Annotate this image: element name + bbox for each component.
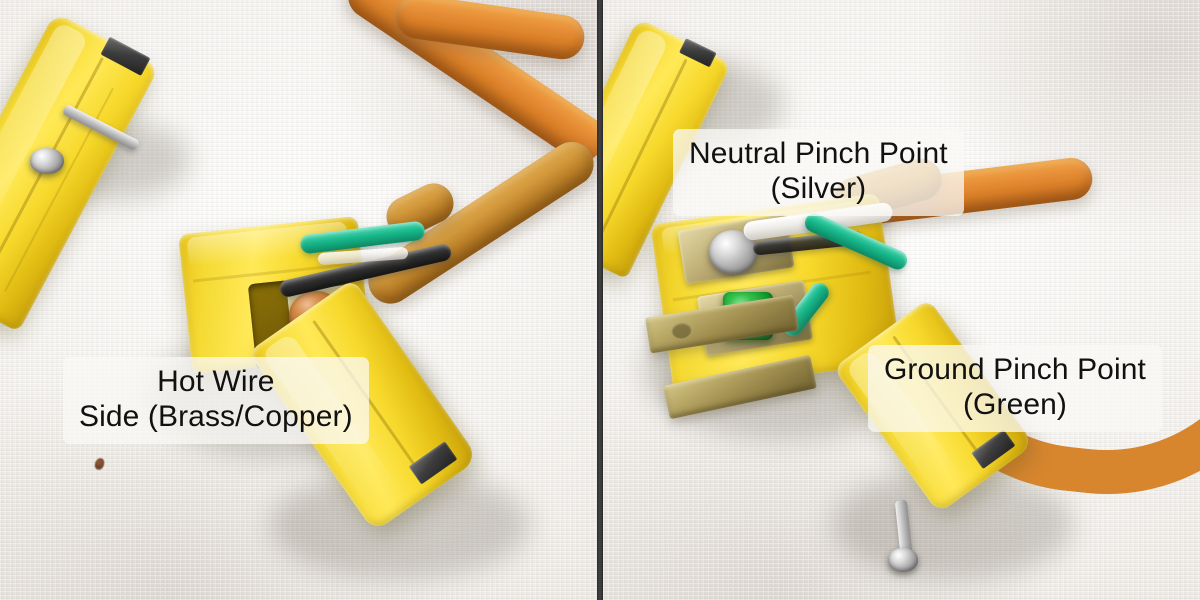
label-line-2: (Silver): [770, 172, 867, 206]
label-line-1: Hot Wire: [157, 365, 275, 398]
label-line-2: (Green): [962, 388, 1068, 422]
panel-divider: [597, 0, 603, 600]
hot-wire-side-label: Hot Wire Side (Brass/Copper): [63, 357, 369, 444]
silver-assembly-screw-head: [30, 148, 64, 174]
label-line-1: Neutral Pinch Point: [689, 137, 948, 170]
silver-assembly-screw-head: [888, 548, 918, 572]
left-photo-panel: Hot Wire Side (Brass/Copper): [0, 0, 597, 600]
label-line-2: Side (Brass/Copper): [79, 400, 353, 434]
ground-pinch-point-label: Ground Pinch Point (Green): [868, 345, 1162, 432]
right-photo-panel: Neutral Pinch Point (Silver) Ground Pinc…: [603, 0, 1200, 600]
label-line-1: Ground Pinch Point: [884, 353, 1146, 386]
neutral-pinch-point-label: Neutral Pinch Point (Silver): [673, 129, 964, 216]
